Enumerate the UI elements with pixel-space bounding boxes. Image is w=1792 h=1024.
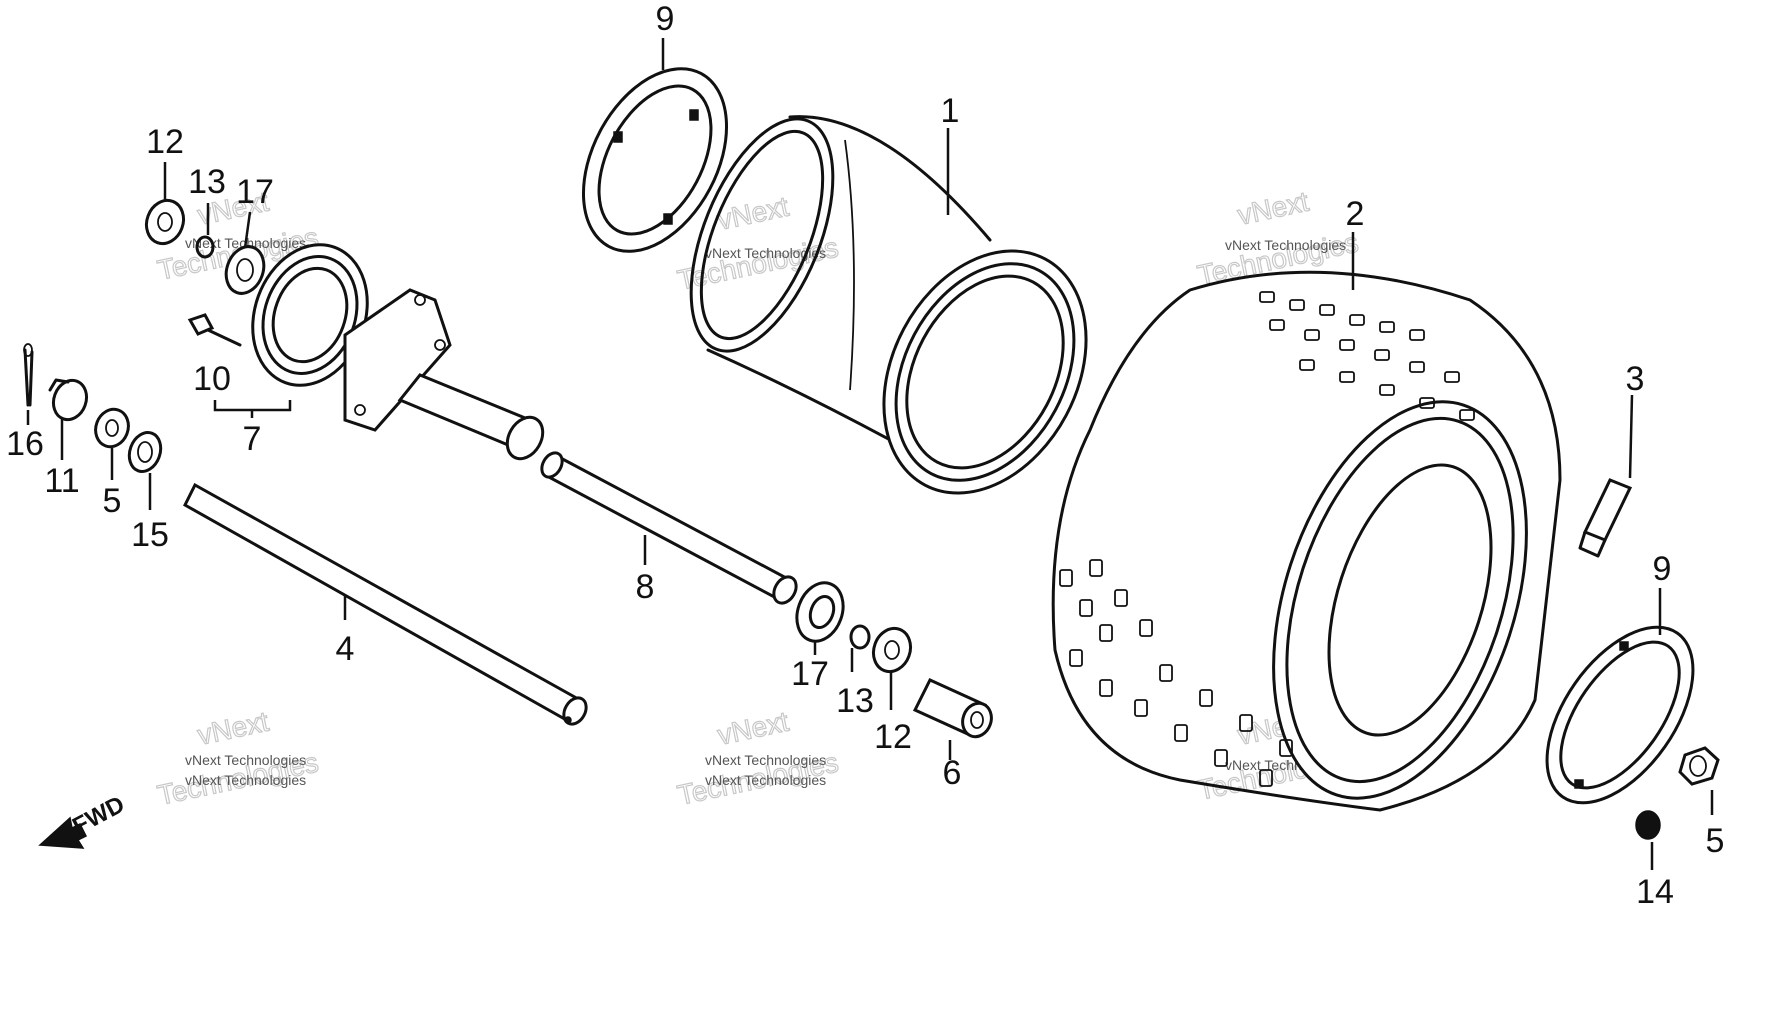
part-7-hub-assembly [251, 243, 545, 461]
part-8-spacer-tube [540, 451, 798, 605]
callout-5-left: 5 [103, 482, 122, 520]
tread-blocks [1059, 291, 1475, 787]
part-11-castle-nut [48, 378, 89, 422]
part-9-bottom-seal-ring [1545, 625, 1695, 805]
svg-text:vNext Technologies: vNext Technologies [185, 752, 306, 768]
callout-17-top: 17 [236, 173, 274, 211]
part-13-bottom-washer [849, 624, 871, 650]
callout-16: 16 [6, 425, 44, 463]
part-6-collar [912, 678, 993, 739]
part-12-bottom-nut [871, 626, 913, 674]
callout-13-top: 13 [188, 163, 226, 201]
part-15-washer [127, 431, 163, 473]
part-13-top-washer [195, 235, 215, 259]
callout-3: 3 [1626, 360, 1645, 398]
part-5-left-nut [94, 407, 130, 449]
svg-text:vNext Technologies: vNext Technologies [705, 245, 826, 261]
callout-12-top: 12 [146, 123, 184, 161]
part-17-top-bearing [224, 245, 266, 295]
part-3-valve-stem [1578, 478, 1633, 558]
callout-11: 11 [44, 462, 79, 500]
callout-9-top: 9 [656, 0, 675, 38]
svg-text:vNext: vNext [195, 706, 272, 751]
callout-4: 4 [336, 630, 355, 668]
leader-lines [26, 38, 1714, 870]
svg-text:vNext Technologies: vNext Technologies [705, 772, 826, 788]
svg-text:vNext Technologies: vNext Technologies [1225, 237, 1346, 253]
part-12-top-nut [144, 198, 186, 246]
watermark-right-top: Technologies vNext vNext Technologies [1194, 185, 1362, 291]
part-16-cotter-pin [23, 343, 34, 407]
watermark-center-bottom: Technologies vNext vNext Technologies vN… [674, 705, 842, 811]
callout-1: 1 [941, 92, 960, 130]
callout-7: 7 [243, 420, 262, 458]
callout-5-right: 5 [1706, 822, 1725, 860]
part-9-top-seal-ring [581, 67, 729, 253]
part-4-axle [183, 482, 588, 726]
callout-8: 8 [636, 568, 655, 606]
callout-13-bottom: 13 [836, 682, 874, 720]
part-17-bottom-bearing [795, 581, 845, 643]
callout-10: 10 [193, 360, 231, 398]
svg-text:vNext: vNext [1235, 186, 1312, 231]
callout-17-bottom: 17 [791, 655, 829, 693]
watermark-left-bottom: Technologies vNext vNext Technologies vN… [154, 705, 322, 811]
part-1-rim [689, 115, 1088, 495]
callout-15: 15 [131, 516, 169, 554]
svg-text:vNext Technologies: vNext Technologies [185, 772, 306, 788]
part-10-bolt [187, 313, 242, 347]
svg-text:vNext Technologies: vNext Technologies [705, 752, 826, 768]
callout-14: 14 [1636, 873, 1674, 911]
fwd-label: FWD [68, 791, 129, 840]
part-2-tire [1051, 270, 1562, 812]
callout-12-bottom: 12 [874, 718, 912, 756]
callout-2: 2 [1346, 195, 1365, 233]
part-14-cap-nut [1635, 810, 1661, 840]
part-5-right-nut [1678, 746, 1720, 786]
fwd-arrow-icon: FWD [38, 791, 129, 849]
callout-9-bottom: 9 [1653, 550, 1672, 588]
callout-6: 6 [943, 754, 962, 792]
svg-text:vNext: vNext [715, 706, 792, 751]
callout-numbers: 9 1 2 3 9 5 14 6 12 13 17 8 4 12 13 17 1… [6, 0, 1724, 911]
